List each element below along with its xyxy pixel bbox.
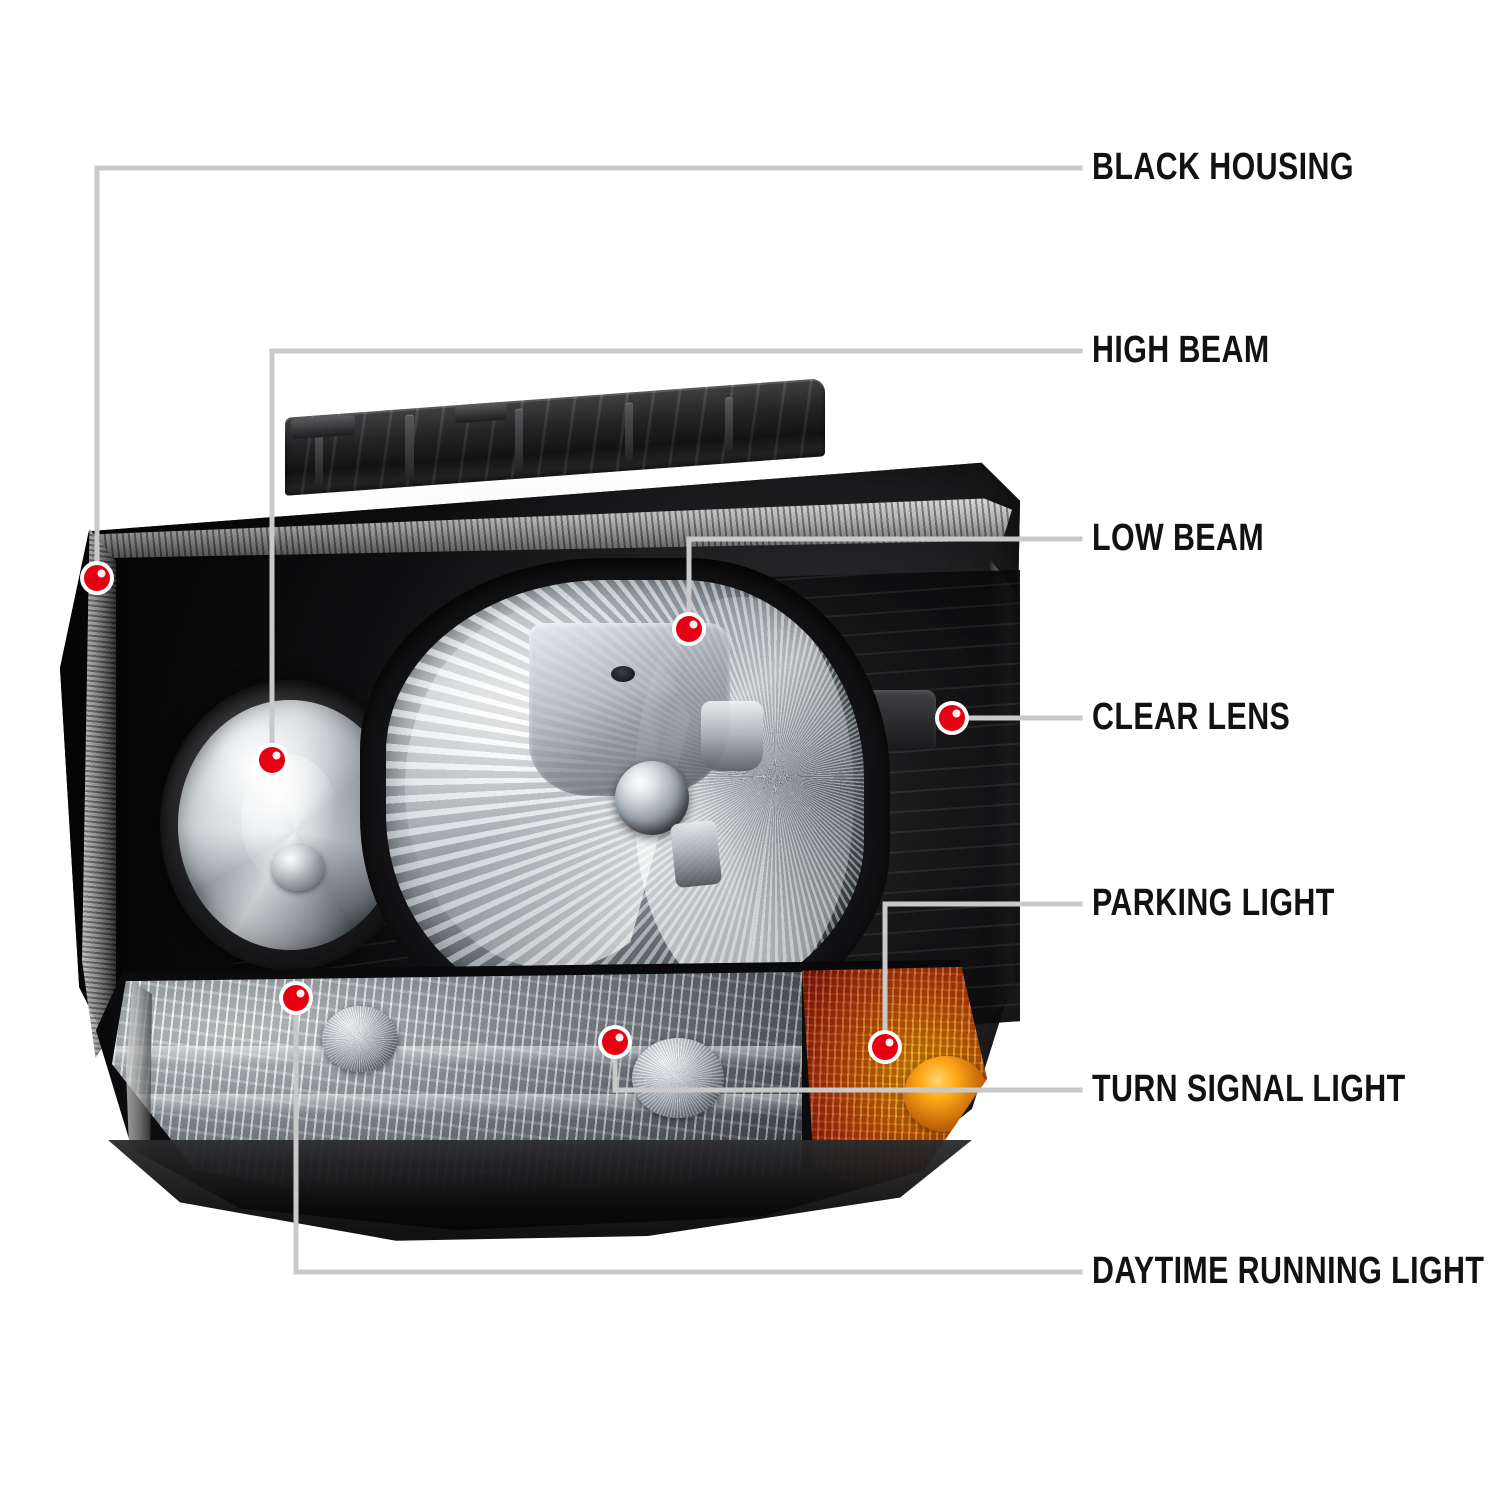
callout-label-daytime-running-light: DAYTIME RUNNING LIGHT: [1092, 1250, 1485, 1292]
callout-label-turn-signal-light: TURN SIGNAL LIGHT: [1092, 1068, 1406, 1110]
bulb-socket: [669, 819, 723, 889]
low-beam-lens: [386, 580, 864, 1012]
high-beam-bulb: [272, 845, 325, 891]
drl-bulb: [322, 1006, 398, 1072]
callout-label-high-beam: HIGH BEAM: [1092, 329, 1270, 371]
turn-signal-bulb: [632, 1038, 724, 1118]
chrome-left-edge: [82, 528, 116, 1058]
headlight-assembly-image: [40, 378, 1060, 1241]
housing-bottom-rim: [108, 1140, 972, 1241]
parking-light-bulb: [903, 1055, 987, 1132]
callout-label-parking-light: PARKING LIGHT: [1092, 882, 1335, 924]
bracket-tab: [291, 414, 355, 440]
bulb-ridges: [322, 1006, 398, 1072]
callout-label-black-housing: BLACK HOUSING: [1092, 146, 1354, 188]
callout-label-clear-lens: CLEAR LENS: [1092, 696, 1291, 738]
bracket-tab: [455, 401, 507, 424]
low-beam-connector: [701, 700, 764, 771]
bulb-ridges: [632, 1038, 724, 1118]
callout-label-low-beam: LOW BEAM: [1092, 517, 1265, 559]
black-housing-body: [60, 440, 1020, 1241]
